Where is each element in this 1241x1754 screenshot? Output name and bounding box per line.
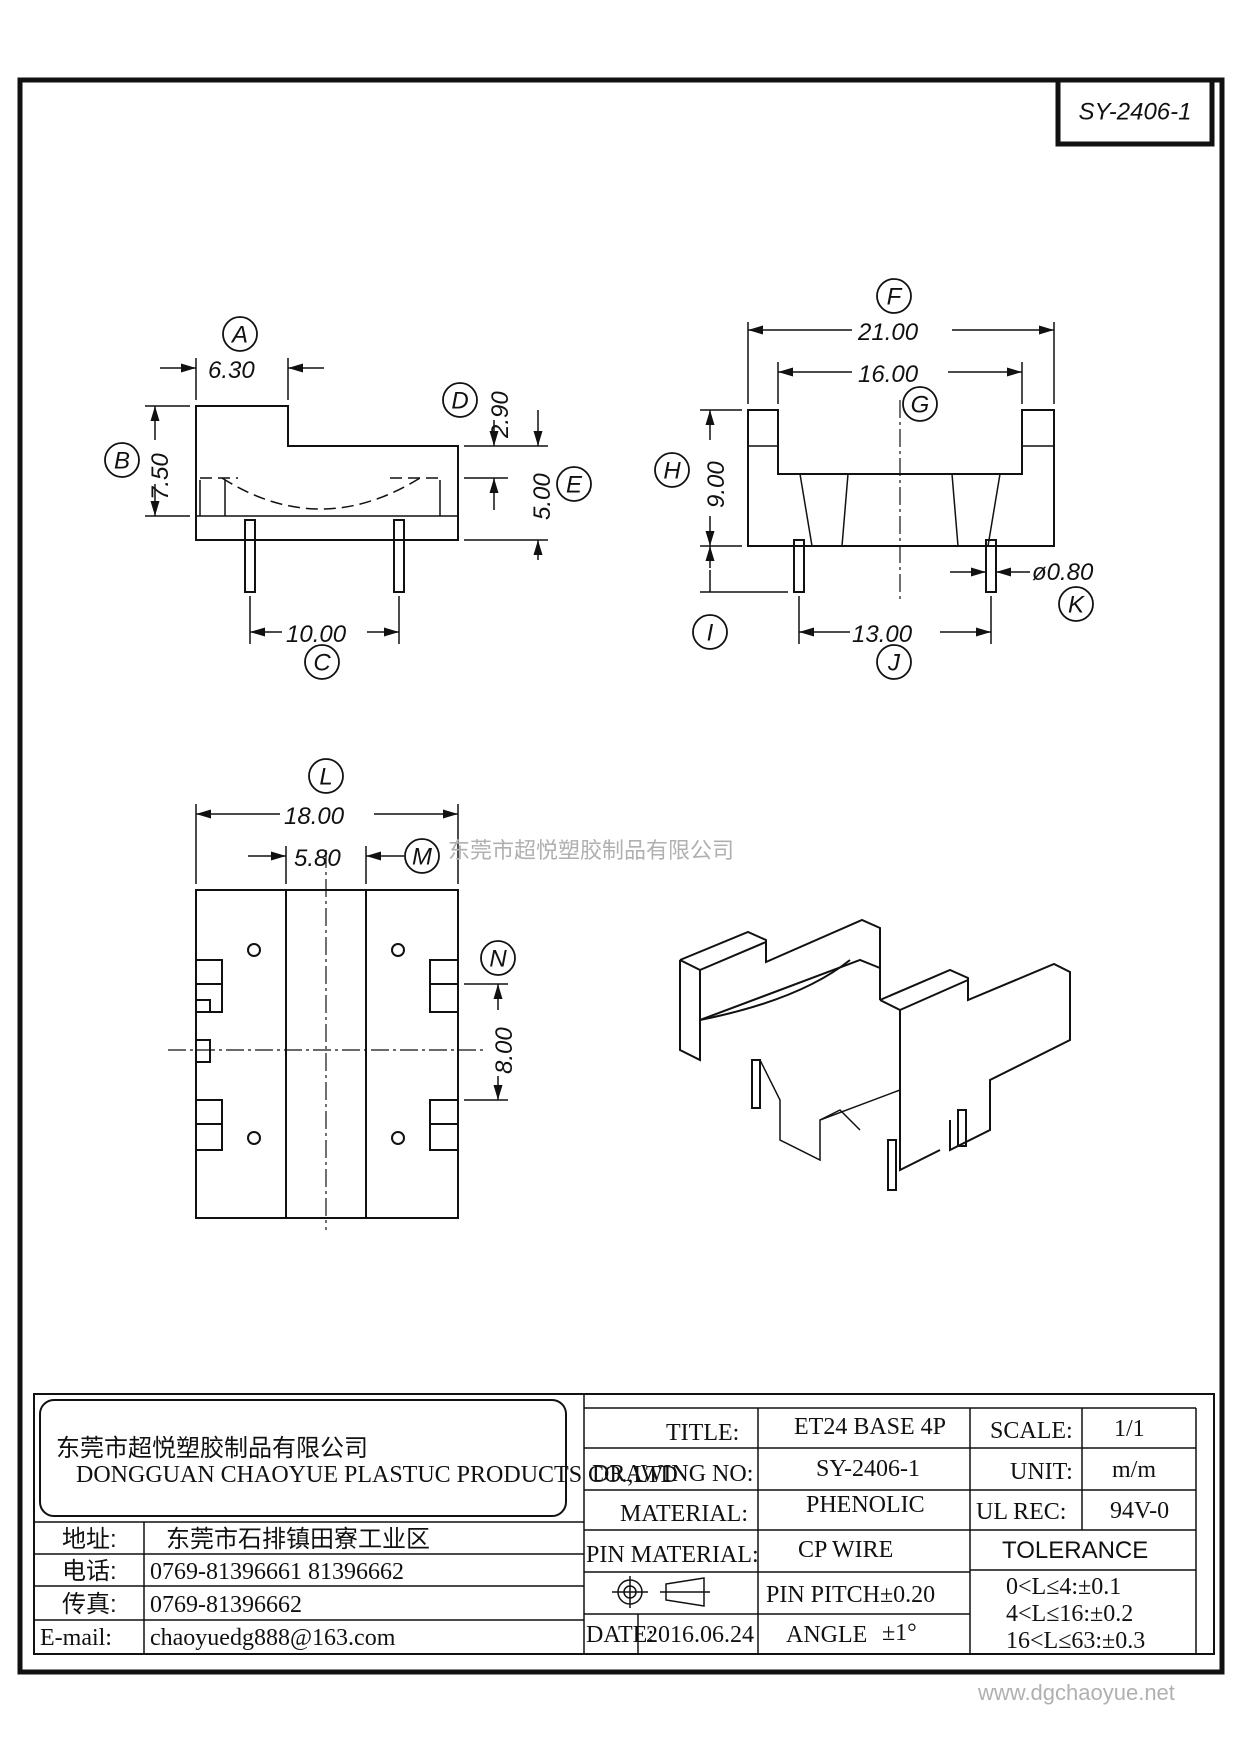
material-label: MATERIAL: [620, 1501, 748, 1527]
pin-pitch: PIN PITCH±0.20 [766, 1582, 935, 1608]
ul-value: 94V-0 [1110, 1498, 1169, 1524]
circled-labels: A B C D E F G H I J K L M N [104, 278, 1094, 976]
watermark-site: www.dgchaoyue.net [977, 1680, 1175, 1705]
email-value: chaoyuedg888@163.com [150, 1625, 396, 1651]
label-circle-k [1058, 586, 1094, 622]
projection-symbol [612, 1576, 710, 1608]
dim-G: 16.00 [858, 361, 919, 388]
label-letter-j: J [887, 650, 901, 677]
label-circle-b [104, 442, 140, 478]
fax-label: 传真: [62, 1591, 117, 1618]
drawing-no-value: SY-2406-1 [816, 1456, 920, 1482]
drawing-id: SY-2406-1 [1079, 99, 1192, 126]
company-name-en: DONGGUAN CHAOYUE PLASTUC PRODUCTS CO.,LT… [76, 1462, 678, 1488]
dim-K: ø0.80 [1032, 559, 1094, 586]
ul-label: UL REC: [976, 1499, 1066, 1525]
label-letter-e: E [566, 472, 583, 499]
email-label: E-mail: [40, 1625, 112, 1651]
label-circle-c [304, 644, 340, 680]
tolerance-row-2: 4<L≤16:±0.2 [1006, 1601, 1133, 1627]
label-circle-d [442, 382, 478, 418]
scale-label: SCALE: [990, 1418, 1073, 1444]
dim-L: 18.00 [284, 803, 345, 830]
tolerance-row-3: 16<L≤63:±0.3 [1006, 1628, 1145, 1654]
label-letter-c: C [313, 650, 331, 677]
front-view: 6.30 7.50 2.90 5.00 10.00 [145, 357, 556, 648]
drawing-no-label: DRAWING NO: [592, 1461, 753, 1487]
pin-material-value: CP WIRE [798, 1537, 893, 1563]
label-letter-i: I [707, 620, 714, 647]
fax-value: 0769-81396662 [150, 1592, 302, 1618]
address-label: 地址: [62, 1526, 117, 1553]
label-circle-a [222, 316, 258, 352]
scale-value: 1/1 [1114, 1416, 1145, 1442]
label-letter-b: B [114, 448, 130, 475]
title-value: ET24 BASE 4P [794, 1414, 946, 1440]
title-block: 东莞市超悦塑胶制品有限公司 DONGGUAN CHAOYUE PLASTUC P… [33, 1393, 1215, 1655]
label-letter-d: D [451, 388, 468, 415]
material-value: PHENOLIC [806, 1492, 925, 1518]
dim-B: 7.50 [147, 453, 174, 500]
company-name-cn: 东莞市超悦塑胶制品有限公司 [56, 1435, 368, 1462]
watermark-company: 东莞市超悦塑胶制品有限公司 [448, 838, 734, 863]
title-label: TITLE: [666, 1420, 739, 1446]
label-circle-h [654, 452, 690, 488]
address-value: 东莞市石排镇田寮工业区 [166, 1526, 430, 1553]
side-view: 21.00 16.00 9.00 13.00 ø0.80 [700, 319, 1094, 648]
label-letter-l: L [319, 764, 332, 791]
bottom-view: 18.00 5.80 8.00 [168, 803, 518, 1230]
label-circle-g [902, 386, 938, 422]
label-circle-l [308, 758, 344, 794]
label-letter-k: K [1068, 592, 1085, 619]
sheet-border [17, 77, 1225, 1675]
label-circle-m [404, 838, 440, 874]
dim-M: 5.80 [294, 845, 341, 872]
unit-label: UNIT: [1010, 1459, 1073, 1485]
tolerance-label: TOLERANCE [1002, 1537, 1148, 1564]
dim-C: 10.00 [286, 621, 347, 648]
label-letter-f: F [887, 284, 903, 311]
dim-E: 5.00 [529, 473, 556, 520]
label-circle-j [876, 644, 912, 680]
label-letter-g: G [911, 392, 930, 419]
angle-value: ±1° [882, 1620, 917, 1646]
dim-A: 6.30 [208, 357, 255, 384]
phone-value: 0769-81396661 81396662 [150, 1559, 404, 1585]
date-value: 2016.06.24 [646, 1622, 754, 1648]
label-letter-h: H [663, 458, 681, 485]
dim-N: 8.00 [491, 1027, 518, 1074]
label-letter-n: N [489, 946, 507, 973]
pin-material-label: PIN MATERIAL: [586, 1542, 759, 1568]
label-letter-m: M [412, 844, 432, 871]
label-circle-f [876, 278, 912, 314]
phone-label: 电话: [62, 1558, 117, 1585]
dim-J: 13.00 [852, 621, 913, 648]
isometric-view [679, 918, 1071, 1191]
label-circle-n [480, 940, 516, 976]
label-circle-i [692, 614, 728, 650]
unit-value: m/m [1112, 1457, 1156, 1483]
dim-F: 21.00 [857, 319, 919, 346]
angle-label: ANGLE [786, 1622, 867, 1648]
label-circle-e [556, 466, 592, 502]
dim-D: 2.90 [487, 391, 514, 439]
date-label: DATE: [586, 1622, 654, 1648]
tolerance-row-1: 0<L≤4:±0.1 [1006, 1574, 1121, 1600]
label-letter-a: A [230, 322, 248, 349]
drawing-id-box [1055, 77, 1215, 147]
dim-H: 9.00 [703, 461, 730, 508]
